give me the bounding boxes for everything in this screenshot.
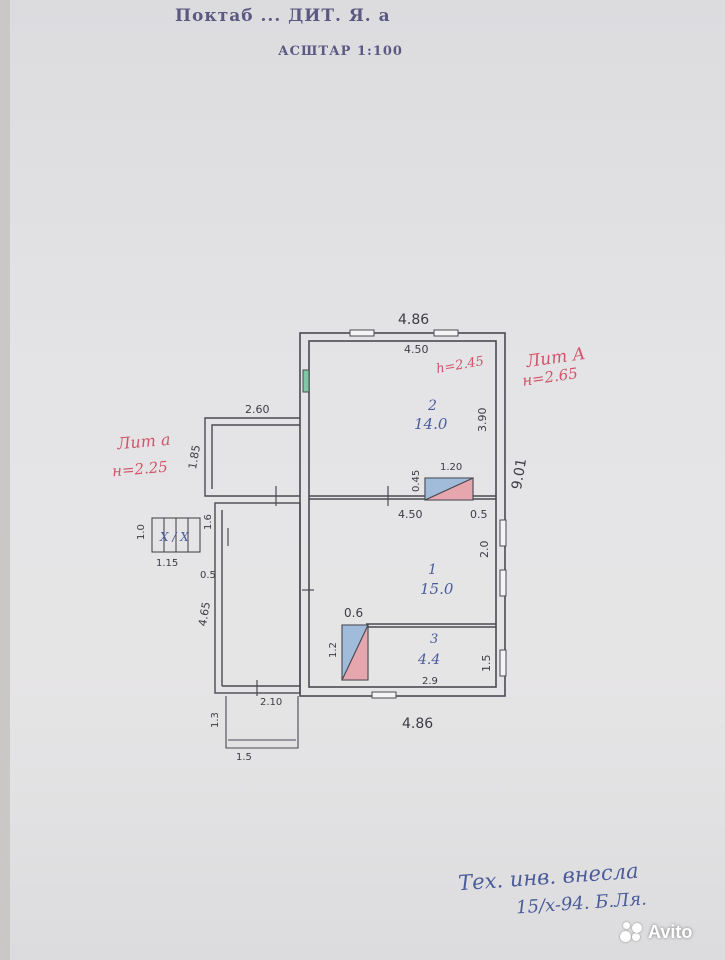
windows	[302, 329, 507, 699]
avito-watermark: Avito	[620, 920, 692, 944]
dim-partition-w: 4.50	[398, 508, 423, 521]
dim-bottom-outer: 4.86	[402, 716, 434, 732]
dim-right-small: 0.5	[470, 508, 488, 521]
avito-brand-text: Avito	[648, 921, 693, 942]
dim-stove-top-h: 0.45	[411, 469, 422, 492]
door-marks	[227, 486, 389, 696]
room-1-number: 1	[428, 562, 437, 578]
dim-right-low: 1.5	[480, 654, 493, 673]
dim-right-upper: 3.90	[476, 407, 489, 433]
dim-vest-bottom: 1.5	[236, 752, 252, 763]
dim-stove-low-w: 0.6	[344, 606, 364, 620]
porch-marks: X / X	[160, 530, 189, 544]
paper-fold-edge	[0, 0, 10, 960]
room-3-area: 4.4	[418, 652, 441, 668]
room-2-area: 14.0	[414, 415, 448, 433]
main-house-walls	[299, 332, 506, 697]
stamp-line-2: АСШТАР 1:100	[278, 44, 403, 59]
stove-lower	[341, 624, 369, 681]
dim-top-outer: 4.86	[398, 312, 430, 328]
document-sheet	[10, 0, 725, 960]
dim-porch-h: 1.0	[136, 524, 147, 540]
dim-annex-top: 2.60	[245, 403, 270, 416]
annex-walls	[204, 417, 301, 694]
dim-top-inner: 4.50	[404, 343, 429, 356]
dim-annex-small: 1.6	[203, 514, 214, 530]
dim-right-mid: 2.0	[478, 540, 491, 559]
porch-steps	[151, 517, 201, 553]
dim-stove-low-h: 1.2	[328, 642, 339, 658]
dim-vest-w: 2.10	[260, 697, 283, 708]
room-3-number: 3	[430, 632, 439, 647]
dim-annex-gap: 0.5	[200, 570, 216, 581]
dim-stove-top-w: 1.20	[440, 462, 463, 473]
vestibule	[225, 696, 299, 749]
avito-logo-icon	[620, 920, 644, 944]
stamp-line-1: Поктаб ... ДИТ. Я. а	[175, 6, 391, 26]
dim-porch-w: 1.15	[156, 558, 179, 569]
room-2-number: 2	[428, 398, 437, 414]
stove-upper	[424, 477, 474, 501]
dim-room3-bottom: 2.9	[422, 676, 438, 687]
room-1-area: 15.0	[420, 580, 454, 598]
dim-vest-h: 1.3	[210, 712, 221, 728]
